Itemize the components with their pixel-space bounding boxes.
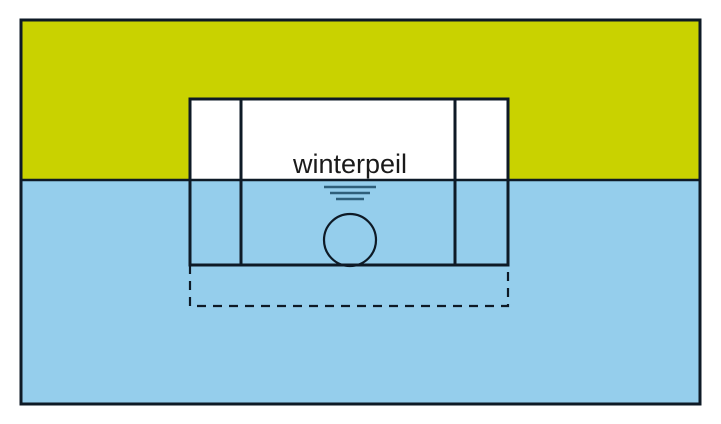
water-region [21, 180, 700, 404]
foundation-outline [188, 265, 510, 308]
outer-frame [19, 18, 702, 406]
water-level-symbol [324, 185, 376, 201]
winterpeil-label: winterpeil [292, 149, 407, 179]
